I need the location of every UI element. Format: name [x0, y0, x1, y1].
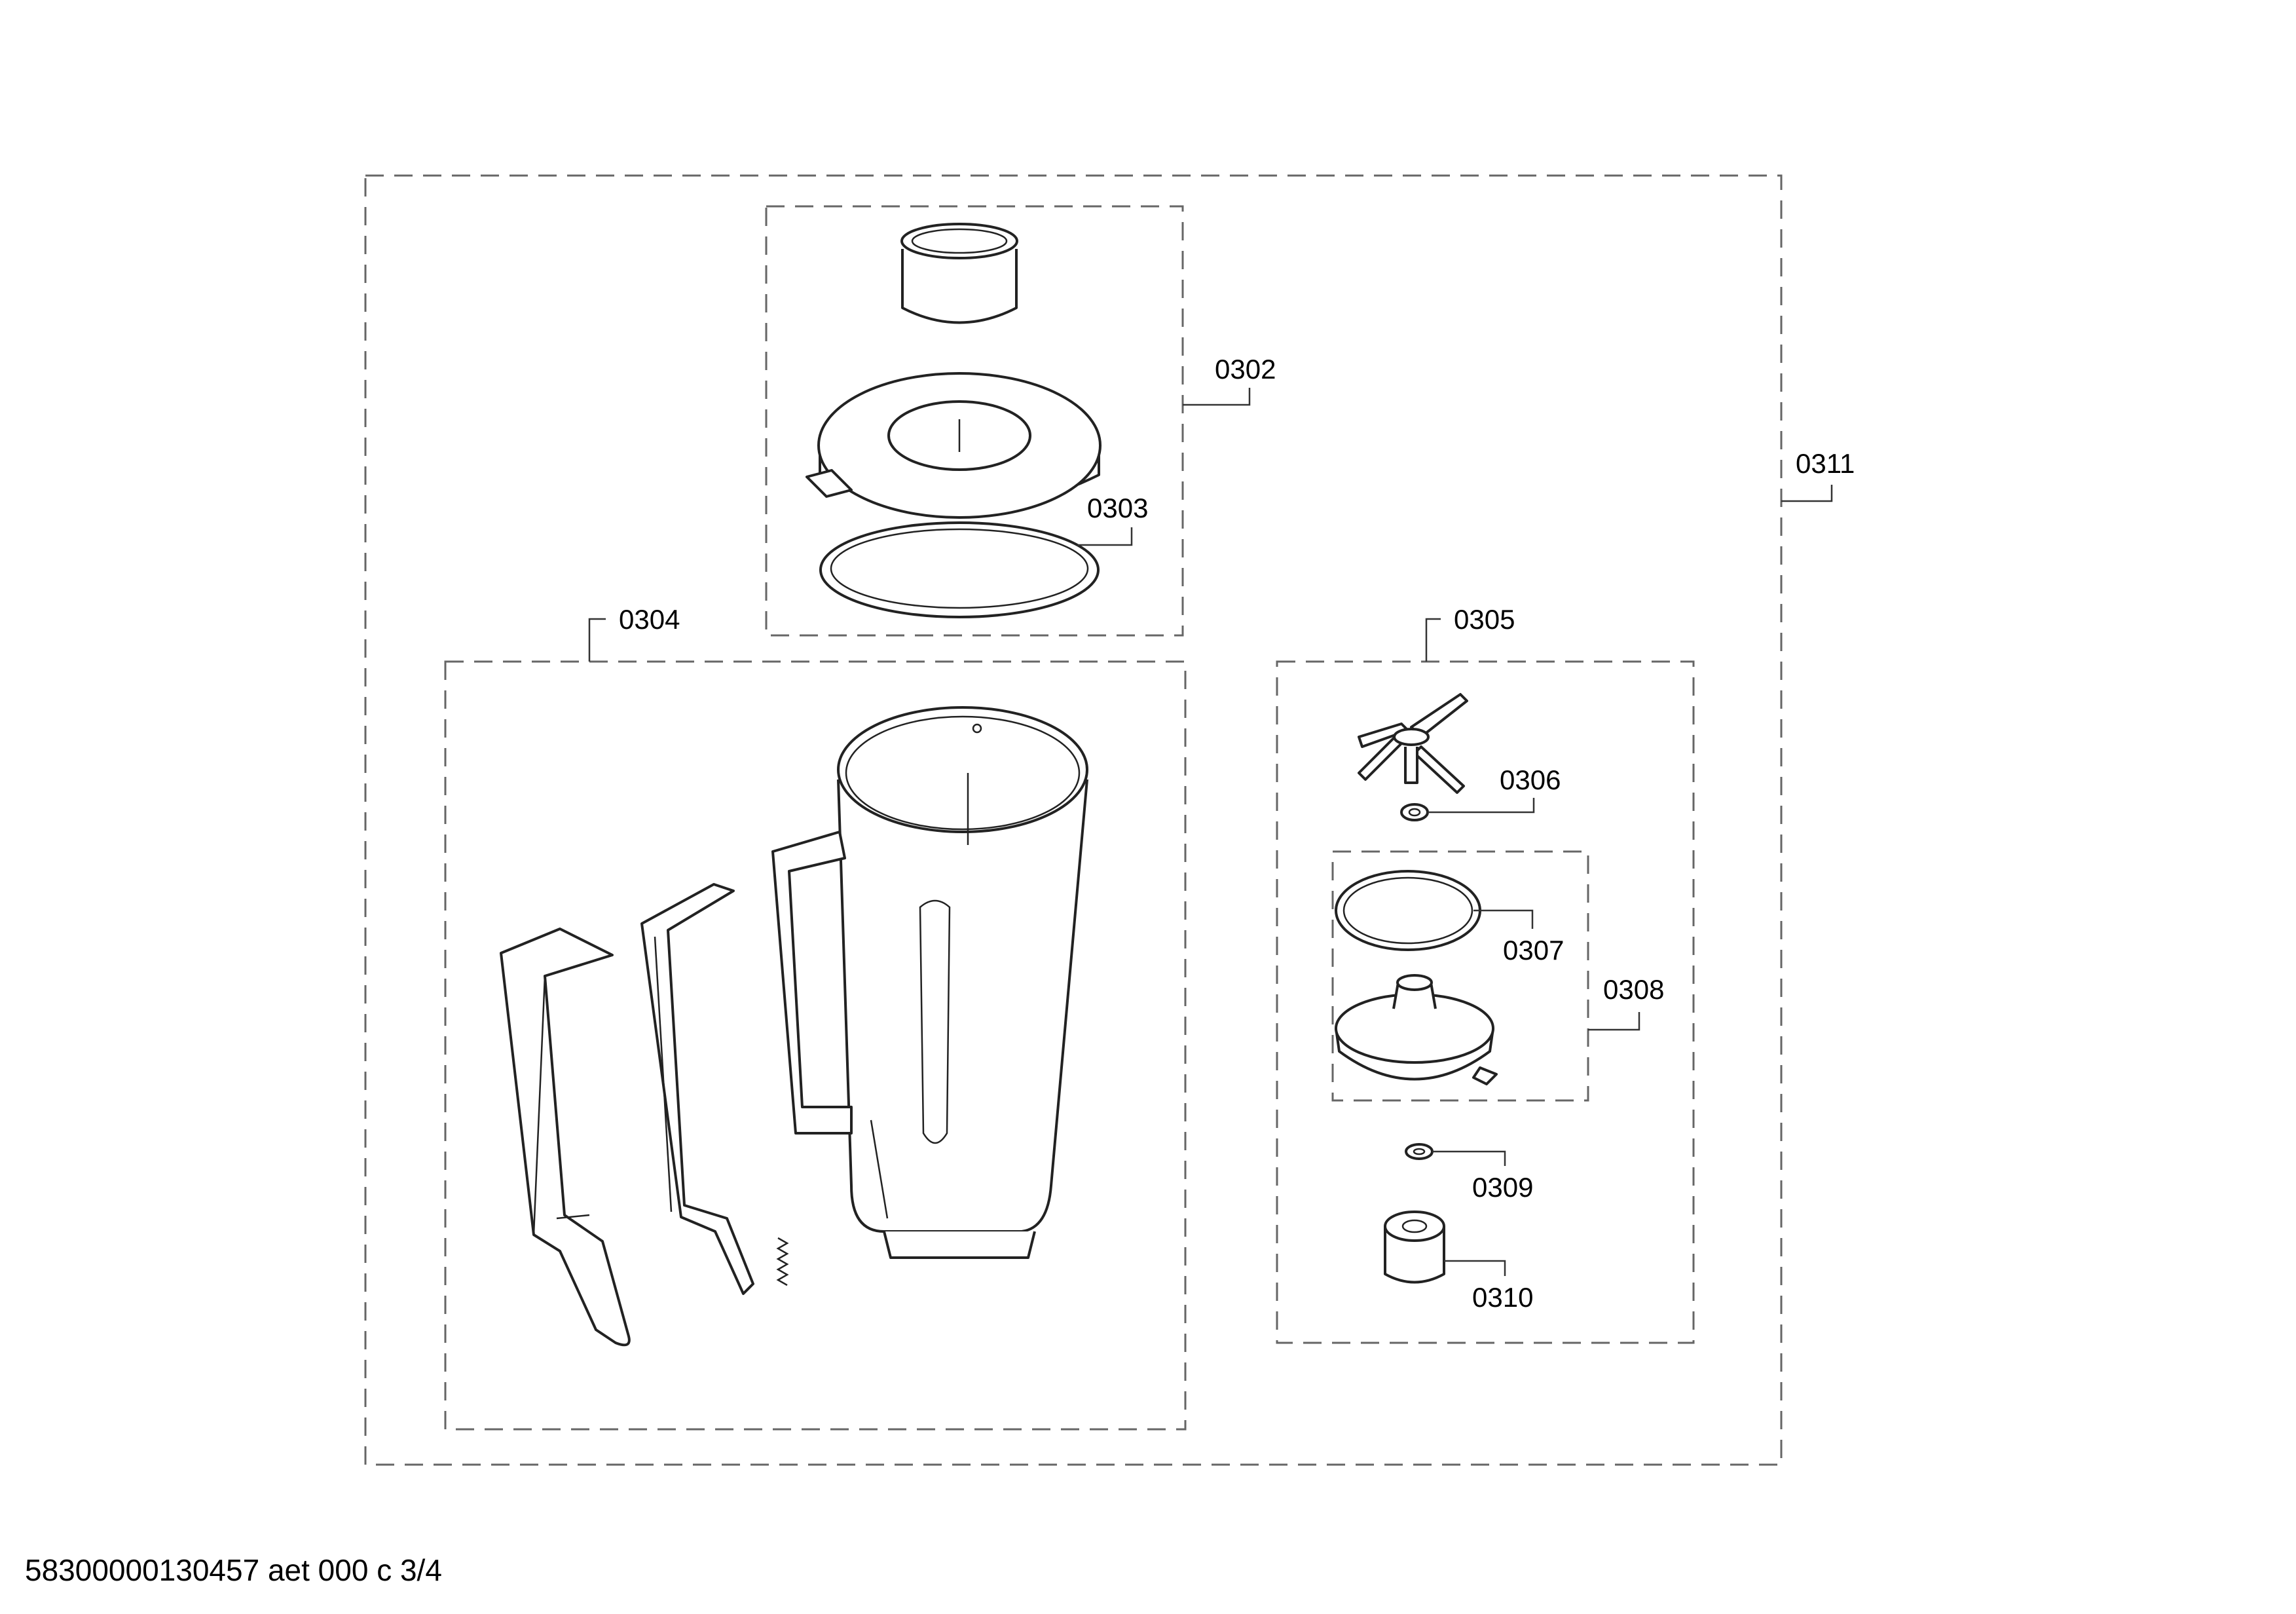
leader-0303	[1077, 527, 1133, 546]
label-0306: 0306	[1500, 764, 1561, 795]
group-box-0304	[444, 660, 1187, 1431]
leader-0308	[1588, 1012, 1640, 1031]
blade-part	[1358, 693, 1468, 794]
washer-0309-part	[1405, 1143, 1434, 1160]
lid-part	[805, 372, 1102, 519]
gasket-0307-part	[1335, 870, 1481, 951]
handle-frame-part	[640, 883, 754, 1295]
measuring-cup-part	[900, 223, 1018, 324]
label-0307: 0307	[1503, 935, 1564, 966]
coupling-0310-part	[1384, 1210, 1445, 1284]
handle-cover-part	[500, 928, 631, 1347]
label-0309: 0309	[1472, 1172, 1533, 1203]
label-0305: 0305	[1454, 604, 1515, 635]
label-0302: 0302	[1215, 354, 1276, 385]
leader-0302	[1183, 388, 1251, 406]
seal-ring-part	[819, 521, 1100, 618]
leader-0307	[1473, 909, 1534, 929]
label-0308: 0308	[1603, 974, 1664, 1005]
document-footer-code: 58300000130457 aet 000 c 3/4	[25, 1553, 442, 1587]
leader-0304	[588, 618, 606, 662]
group-box-0311	[364, 174, 1783, 1466]
leader-0305	[1425, 618, 1441, 662]
leader-0310	[1444, 1260, 1506, 1276]
label-0303: 0303	[1087, 493, 1148, 523]
washer-0306-part	[1400, 803, 1429, 821]
group-box-0302	[765, 205, 1184, 637]
jug-part	[771, 706, 1088, 1259]
group-box-0305	[1276, 660, 1695, 1344]
label-0304: 0304	[619, 604, 680, 635]
bearing-housing-part	[1335, 974, 1498, 1085]
label-0310: 0310	[1472, 1282, 1533, 1313]
group-box-0308	[1331, 850, 1589, 1102]
label-0311: 0311	[1796, 448, 1855, 479]
spring-part	[776, 1237, 789, 1286]
leader-0309	[1432, 1150, 1506, 1166]
leader-0311	[1781, 485, 1833, 502]
leader-0306	[1428, 798, 1535, 814]
